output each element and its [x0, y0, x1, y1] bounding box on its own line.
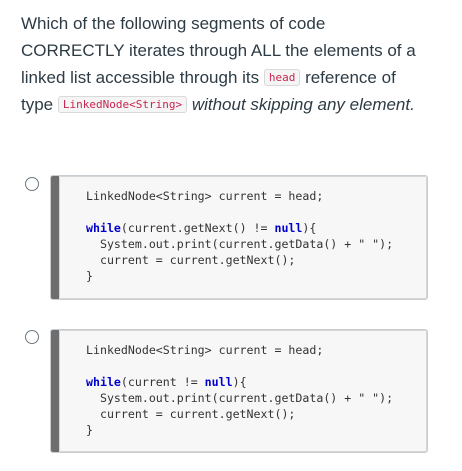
code-line: while(current.getNext() != null){: [86, 220, 416, 236]
question-line: type LinkedNode<String> without skipping…: [21, 91, 451, 118]
code-line: current = current.getNext();: [86, 407, 296, 421]
code-line-blank: [86, 204, 416, 220]
question-emphasis: without skipping any element.: [191, 95, 415, 114]
code-segment: ){: [302, 221, 317, 235]
code-content: LinkedNode<String> current = head; while…: [59, 330, 427, 452]
code-segment: (current !=: [120, 375, 205, 389]
code-content: LinkedNode<String> current = head; while…: [59, 176, 427, 299]
question-text-segment: reference of: [300, 68, 396, 87]
keyword-while: while: [86, 221, 121, 235]
question-text-segment: type: [21, 95, 58, 114]
keyword-null: null: [204, 375, 233, 389]
question-text-segment: linked list accessible through its: [21, 68, 264, 87]
code-line: }: [86, 423, 93, 437]
code-block-bar: [51, 176, 59, 299]
code-line: current = current.getNext();: [86, 253, 296, 267]
question-line: Which of the following segments of code: [21, 14, 326, 33]
code-line-blank: [86, 358, 416, 374]
code-line: while(current != null){: [86, 374, 416, 390]
radio-button-option-1[interactable]: [25, 177, 39, 191]
code-block-option-1: LinkedNode<String> current = head; while…: [50, 175, 428, 300]
keyword-while: while: [86, 375, 121, 389]
question-line: linked list accessible through its head …: [21, 64, 451, 91]
radio-button-option-2[interactable]: [25, 330, 39, 344]
question-text: Which of the following segments of code …: [21, 10, 451, 118]
code-line: LinkedNode<String> current = head;: [86, 189, 324, 203]
inline-code-type: LinkedNode<String>: [57, 96, 188, 113]
code-line: System.out.print(current.getData() + " "…: [86, 237, 394, 251]
code-line: System.out.print(current.getData() + " "…: [86, 391, 394, 405]
code-line: LinkedNode<String> current = head;: [86, 343, 324, 357]
code-line: }: [86, 269, 93, 283]
code-block-bar: [51, 330, 59, 452]
code-segment: ){: [232, 375, 247, 389]
code-segment: (current.getNext() !=: [120, 221, 275, 235]
keyword-null: null: [274, 221, 303, 235]
question-line: CORRECTLY iterates through ALL the eleme…: [21, 41, 416, 60]
code-block-option-2: LinkedNode<String> current = head; while…: [50, 329, 428, 453]
inline-code-head: head: [263, 69, 301, 86]
